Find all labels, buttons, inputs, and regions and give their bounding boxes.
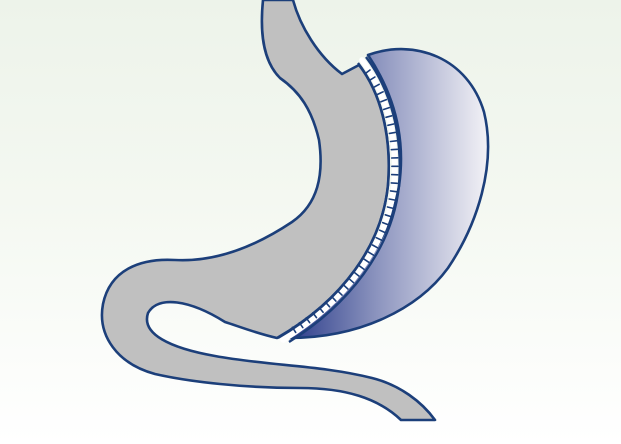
- staple-mark: [389, 199, 395, 200]
- staple-mark: [391, 141, 397, 142]
- staple-mark: [389, 132, 395, 133]
- staple-mark: [391, 191, 397, 192]
